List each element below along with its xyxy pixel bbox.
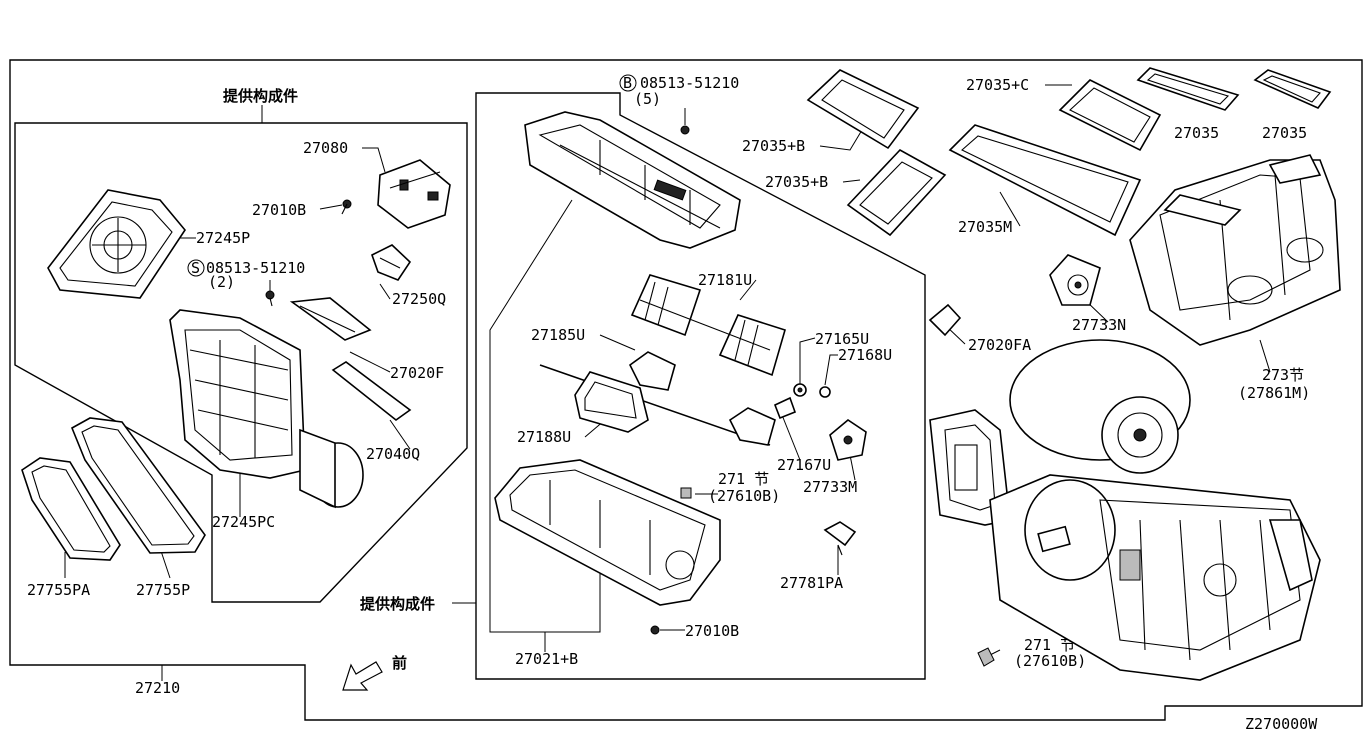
- label-27733m: 27733M: [803, 478, 857, 496]
- label-273: 273节: [1262, 366, 1304, 384]
- label-27181u: 27181U: [698, 271, 752, 289]
- part-27733n: [1049, 254, 1101, 306]
- label-27035m: 27035M: [958, 218, 1012, 236]
- label-27010b-top: 27010B: [252, 201, 306, 219]
- label-27781pa: 27781PA: [780, 574, 843, 592]
- label-27188u: 27188U: [517, 428, 571, 446]
- part-27035m-seal: [948, 124, 1142, 237]
- label-27245p: 27245P: [196, 229, 250, 247]
- label-27035b-1: 27035+B: [742, 137, 805, 155]
- part-271-clip-mid: [680, 487, 692, 499]
- part-27167u: [773, 396, 797, 420]
- part-27165u: [793, 383, 807, 397]
- part-27035b-seal-1: [806, 69, 920, 150]
- label-27020f: 27020F: [390, 364, 444, 382]
- label-271-right: 271 节: [1024, 636, 1075, 654]
- part-27188u: [574, 371, 649, 433]
- label-27035b-2: 27035+B: [765, 173, 828, 191]
- label-27080: 27080: [303, 139, 348, 157]
- part-27035c-seal: [1058, 79, 1162, 152]
- s-marker: S: [191, 259, 200, 277]
- label-27861m: (27861M): [1238, 384, 1310, 402]
- part-27010b-screw-top: [341, 199, 352, 215]
- assembly-center-label: 提供构成件: [360, 595, 435, 613]
- part-27245pc: [169, 309, 364, 509]
- assembly-left-label: 提供构成件: [223, 87, 298, 105]
- label-27610b-mid: (27610B): [708, 487, 780, 505]
- part-screw-s: [265, 290, 275, 307]
- label-08513-s: 08513-51210: [206, 259, 305, 277]
- front-label: 前: [392, 654, 407, 672]
- label-27020fa: 27020FA: [968, 336, 1031, 354]
- part-27733m: [829, 419, 867, 461]
- part-27040q: [331, 361, 412, 422]
- center-subassembly-frame: [475, 92, 926, 680]
- part-27020fa: [928, 303, 962, 337]
- label-27185u: 27185U: [531, 326, 585, 344]
- part-27010b-screw-bottom: [650, 625, 660, 635]
- front-arrow-icon: [342, 661, 383, 691]
- b-marker-circle: [619, 74, 637, 92]
- label-27245pc: 27245PC: [212, 513, 275, 531]
- part-27035-seal-a: [1136, 67, 1240, 111]
- part-hvac-unit: [929, 339, 1321, 681]
- b-marker: B: [623, 74, 632, 92]
- label-27168u: 27168U: [838, 346, 892, 364]
- part-27035-seal-b: [1253, 69, 1332, 109]
- left-subassembly-frame: [14, 122, 468, 603]
- s-marker-circle: [187, 259, 205, 277]
- label-27167u: 27167U: [777, 456, 831, 474]
- label-27021b: 27021+B: [515, 650, 578, 668]
- label-27733n: 27733N: [1072, 316, 1126, 334]
- part-27250q: [371, 244, 412, 281]
- part-27755pa: [21, 457, 121, 561]
- label-27040q: 27040Q: [366, 445, 420, 463]
- part-27035b-seal-2: [846, 148, 947, 237]
- label-27165u: 27165U: [815, 330, 869, 348]
- diagram-code: Z270000W: [1245, 715, 1318, 733]
- leader-lines: [64, 84, 1271, 681]
- label-27035-a: 27035: [1174, 124, 1219, 142]
- label-27755pa: 27755PA: [27, 581, 90, 599]
- part-27168u: [819, 386, 831, 398]
- part-27185u: [539, 351, 776, 446]
- part-upper-case: [524, 111, 741, 249]
- part-271-clip-right: [977, 647, 995, 667]
- part-screw-b: [680, 125, 690, 135]
- label-08513-b-qty: (5): [634, 90, 661, 108]
- label-27755p: 27755P: [136, 581, 190, 599]
- label-27210: 27210: [135, 679, 180, 697]
- label-27610b-right: (27610B): [1014, 652, 1086, 670]
- label-27010b-bottom: 27010B: [685, 622, 739, 640]
- main-frame-outline: [9, 59, 1363, 721]
- label-27035-b: 27035: [1262, 124, 1307, 142]
- label-08513-b: 08513-51210: [640, 74, 739, 92]
- part-27181u: [630, 274, 786, 377]
- part-27781pa: [823, 521, 857, 556]
- part-27020f: [289, 297, 372, 341]
- part-27080: [377, 159, 451, 229]
- part-27245p: [47, 189, 186, 299]
- part-lower-case: [494, 459, 721, 606]
- label-27250q: 27250Q: [392, 290, 446, 308]
- part-273-duct: [1129, 154, 1341, 346]
- label-271-mid: 271 节: [718, 470, 769, 488]
- label-27035c: 27035+C: [966, 76, 1029, 94]
- label-08513-s-qty: (2): [208, 273, 235, 291]
- part-27755p: [70, 417, 206, 554]
